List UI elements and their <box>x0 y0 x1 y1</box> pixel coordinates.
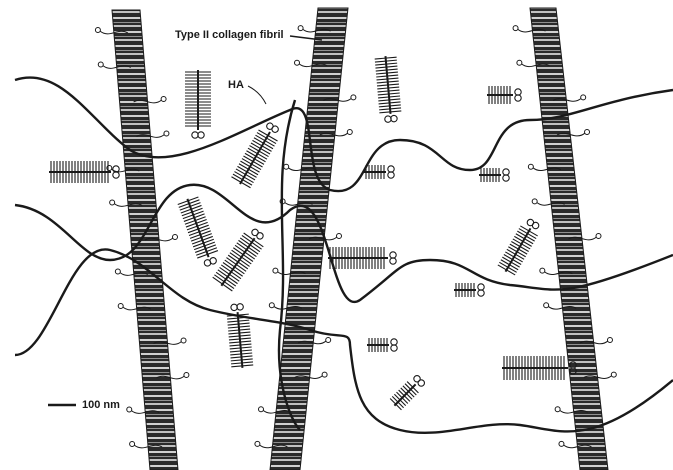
hyaluronan-label: HA <box>228 80 244 91</box>
proteoglycan-aggregate-icon <box>502 356 576 380</box>
proteoglycan-aggregate-icon <box>212 225 270 293</box>
proteoglycan-aggregate-icon <box>177 195 222 268</box>
proteoglycan-aggregate-icon <box>375 55 403 123</box>
proteoglycan-aggregate-icon <box>367 338 397 352</box>
proteoglycan-aggregate-icon <box>454 283 484 297</box>
proteoglycan-aggregate-icon <box>49 161 119 183</box>
proteoglycan-aggregate-icon <box>497 216 543 276</box>
proteoglycan-aggregate-icon <box>389 373 427 411</box>
proteoglycan-aggregate-icon <box>230 119 283 189</box>
proteoglycan-aggregate-icon <box>226 303 254 369</box>
proteoglycan-aggregate-icon <box>185 70 211 138</box>
proteoglycan-aggregate-icon <box>479 168 509 182</box>
ha-pointer <box>248 86 266 104</box>
proteoglycan-aggregate-icon <box>328 247 396 269</box>
collagen-fibril-label: Type II collagen fibril <box>175 30 284 41</box>
scale-bar-label: 100 nm <box>82 400 120 411</box>
proteoglycan-aggregate-icon <box>364 165 394 179</box>
proteoglycan-aggregate-icon <box>487 86 521 104</box>
